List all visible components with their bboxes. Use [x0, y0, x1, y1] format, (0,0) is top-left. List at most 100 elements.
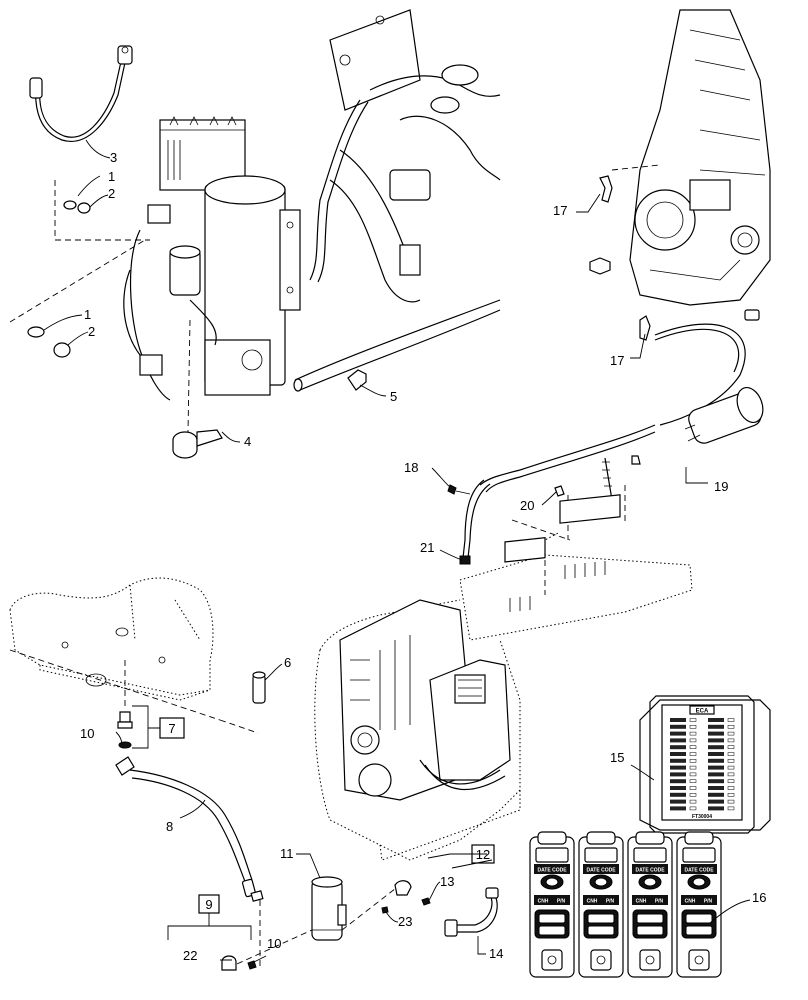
callout-20: 20	[520, 498, 534, 513]
pin-6	[252, 671, 266, 704]
fuse-slot	[708, 745, 724, 750]
battery-cable-3	[29, 45, 133, 142]
callout-15: 15	[610, 750, 624, 765]
callout-2a: 2	[108, 186, 115, 201]
transmission-block	[339, 599, 511, 801]
dash-1	[9, 239, 146, 323]
fuse-slot-label	[689, 786, 697, 790]
dash-11	[227, 929, 313, 969]
callout-12: 12	[476, 847, 490, 862]
fuse-slot-label	[727, 799, 735, 804]
starter-motor	[684, 386, 764, 444]
callout-13: 13	[440, 874, 454, 889]
fuse-slot	[708, 786, 724, 790]
fitting-23	[381, 880, 412, 914]
elbow-22	[221, 955, 257, 971]
dash-2	[54, 180, 150, 241]
callout-17b: 17	[610, 353, 624, 368]
fuse-slot	[670, 758, 686, 763]
fuse-slot-label	[689, 759, 697, 763]
callout-22: 22	[183, 948, 197, 963]
washer-1b	[27, 326, 71, 358]
callout-9: 9	[205, 897, 212, 912]
relay-date-code-label: DATE CODE	[586, 868, 616, 874]
relay-pn-band	[681, 895, 717, 905]
fuse-slot	[670, 792, 686, 797]
fuse-slot-label	[727, 725, 735, 729]
relay-date-code-label: DATE CODE	[684, 868, 714, 874]
callout-23: 23	[398, 914, 412, 929]
fuse-slot	[708, 752, 724, 756]
fuse-slot-label	[727, 718, 735, 722]
fuse-slot-label	[727, 745, 735, 749]
relay-date-code-label: DATE CODE	[635, 868, 665, 874]
fuse-slot	[708, 779, 724, 784]
harness-right	[479, 309, 760, 493]
fuse-slot-label	[689, 718, 697, 722]
callout-6: 6	[284, 655, 291, 670]
engine-hoses	[293, 9, 501, 392]
fuse-slot	[670, 738, 686, 743]
seat-panel	[9, 577, 214, 701]
fuse-slot	[670, 765, 686, 770]
callout-14: 14	[489, 946, 503, 961]
fuse-box-title: ECA	[696, 709, 709, 715]
fitting-7-10	[117, 711, 133, 749]
fuse-slot	[670, 752, 686, 756]
callout-7: 7	[168, 721, 175, 736]
fuse-slot-label	[689, 738, 697, 743]
relay-pn-band	[632, 895, 668, 905]
fuse-slot-label	[727, 772, 735, 777]
cable-21	[459, 479, 491, 565]
fuse-slot-label	[689, 793, 697, 797]
fuse-slot	[708, 765, 724, 770]
fuse-box-footer: FT30004	[692, 814, 712, 820]
fuse-slot-label	[727, 731, 735, 736]
engine-right	[589, 9, 771, 306]
callout-2b: 2	[88, 324, 95, 339]
callout-box-7: 7	[132, 705, 185, 749]
callout-16: 16	[752, 890, 766, 905]
relay-pn-band	[583, 895, 619, 905]
fuse-slot-label	[727, 793, 735, 797]
fuse-slot	[708, 731, 724, 736]
clip-17a	[599, 175, 613, 203]
relay-date-code-label: DATE CODE	[537, 868, 567, 874]
fuse-slot-label	[727, 779, 735, 783]
fuse-slot	[670, 718, 686, 722]
callout-4: 4	[244, 434, 251, 449]
fuse-slots	[670, 718, 735, 811]
fuse-slot	[670, 745, 686, 750]
fuse-slot-label	[689, 772, 697, 777]
fitting-18	[447, 484, 471, 495]
relay-pn-band	[534, 895, 570, 905]
callout-11: 11	[280, 846, 294, 861]
fuse-slot	[708, 799, 724, 804]
fuse-slot	[708, 772, 724, 777]
fuse-slot	[670, 799, 686, 804]
callout-18: 18	[404, 460, 418, 475]
fuse-slot-label	[689, 806, 697, 811]
leader-dash	[187, 319, 191, 433]
fuse-slot-label	[689, 799, 697, 804]
fuse-slot	[670, 779, 686, 784]
relay-date-band	[583, 864, 619, 874]
fuse-slot	[708, 806, 724, 811]
dash-13	[341, 884, 401, 931]
washer-1a	[63, 200, 91, 214]
hose-14	[421, 887, 499, 937]
callout-5: 5	[390, 389, 397, 404]
callout-17a: 17	[553, 203, 567, 218]
fuse-slot	[670, 772, 686, 777]
callout-box-9: 9	[167, 894, 252, 940]
fuse-slot-label	[727, 752, 735, 756]
dash-17a	[611, 164, 661, 171]
callout-10b: 10	[267, 936, 281, 951]
sensor-4	[172, 429, 223, 459]
filter-housing	[123, 116, 301, 401]
fuse-slot-label	[727, 806, 735, 811]
